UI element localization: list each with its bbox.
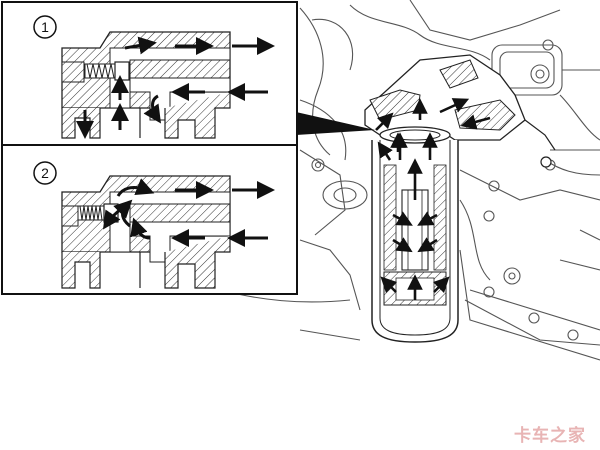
- callout-pointer: [296, 112, 375, 135]
- view-1-number: 1: [41, 19, 49, 35]
- detail-view-1: 1: [33, 15, 275, 139]
- view-2-number-circle: [33, 161, 57, 185]
- detail-view-2: 2: [33, 161, 275, 289]
- watermark: 卡车之家: [514, 426, 586, 446]
- oil-filter-housing: [364, 54, 556, 343]
- view-2-number: 2: [41, 165, 49, 181]
- view-1-number-circle: [33, 15, 57, 39]
